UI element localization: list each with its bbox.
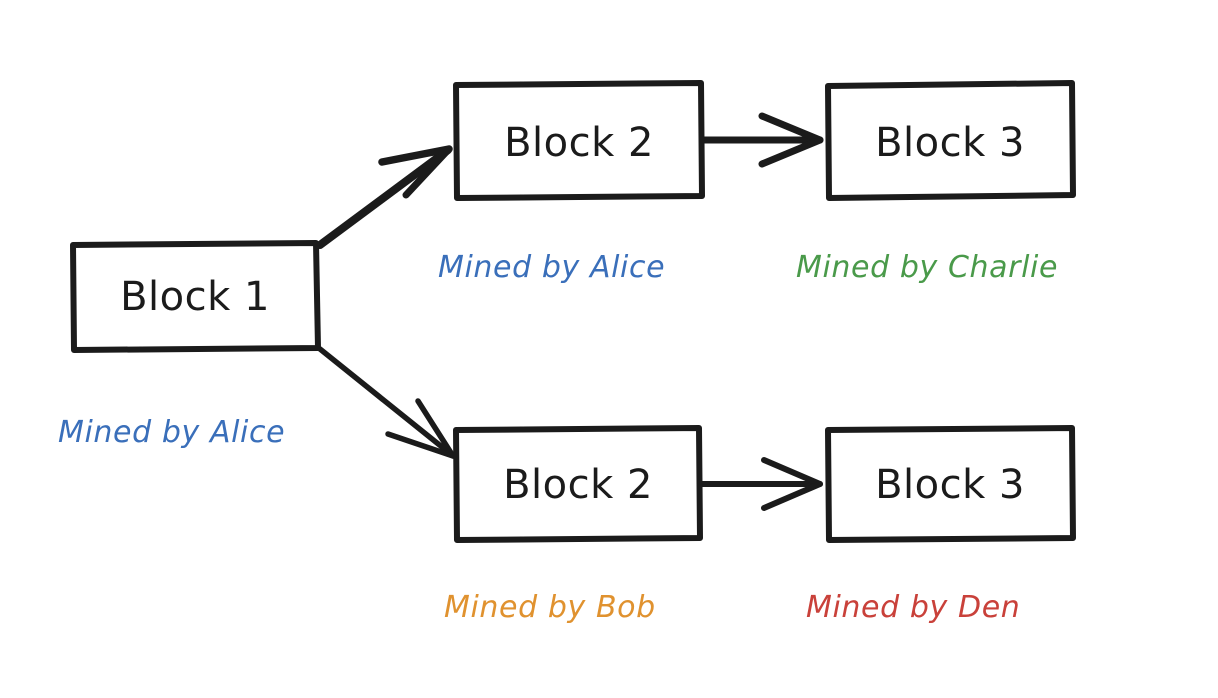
block3-top-label: Block 3 [875,120,1025,166]
edge-2-to-3-bottom [699,457,823,511]
block-node-block1[interactable]: Block 1 [70,240,321,353]
block3-top-miner-caption: Mined by Charlie [796,250,1058,285]
block2-bottom-box [453,425,703,543]
block-node-block2-bottom[interactable]: Block 2 [453,425,703,543]
edge-1-to-2-top-barb-lower [402,145,453,199]
block3-bottom-box [825,425,1076,543]
edge-2-to-3-bottom-barb-lower [761,481,823,511]
edge-1-to-2-bottom-barb-lower [385,431,456,459]
block1-box [70,240,321,353]
block2-bottom-miner-caption: Mined by Bob [444,590,656,625]
block-node-block3-top[interactable]: Block 3 [825,80,1076,201]
block2-top-label: Block 2 [504,120,654,166]
edge-1-to-2-top-shaft [316,146,452,249]
edge-1-to-2-bottom-shaft [317,346,455,458]
block2-top-box [453,80,705,201]
edge-2-to-3-bottom-barb-upper [761,457,823,487]
block-node-block2-top[interactable]: Block 2 [453,80,705,201]
block2-bottom-label: Block 2 [503,462,653,508]
block3-bottom-label: Block 3 [875,462,1025,508]
block3-top-box [825,80,1076,201]
edge-1-to-2-top-barb-upper [378,145,453,166]
block3-bottom-miner-caption: Mined by Den [806,590,1020,625]
block2-top-miner-caption: Mined by Alice [438,250,665,285]
block1-miner-caption: Mined by Alice [58,415,285,450]
edge-1-to-2-top [316,145,453,249]
edge-2-to-3-top-barb-lower [758,136,824,168]
edge-1-to-2-bottom [317,346,456,459]
block-node-block3-bottom[interactable]: Block 3 [825,425,1076,543]
edge-2-to-3-top-barb-upper [758,112,824,144]
edge-1-to-2-bottom-barb-upper [415,398,456,459]
edge-2-to-3-top [700,112,824,168]
block1-label: Block 1 [120,274,270,320]
edge-layer [316,112,824,511]
